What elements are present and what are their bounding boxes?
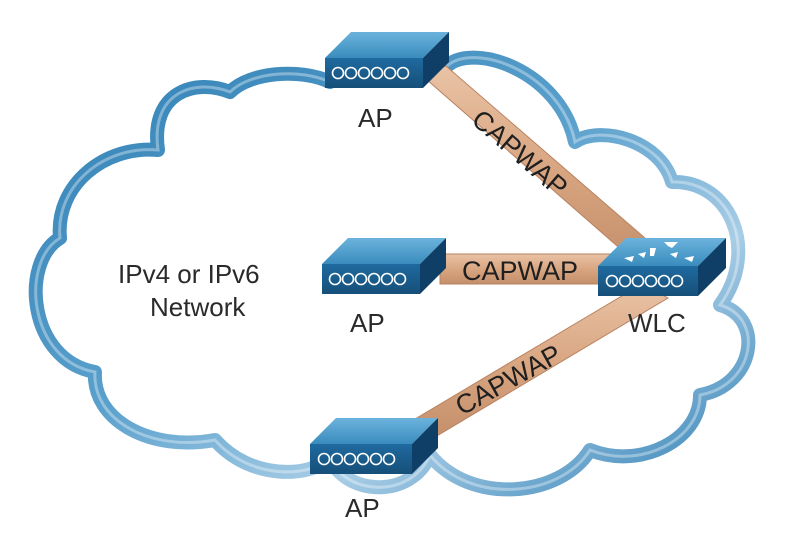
tunnel-label-middle: CAPWAP [462, 256, 578, 286]
ap-label-bottom: AP [345, 493, 380, 523]
access-point-top [325, 32, 449, 88]
network-label-line1: IPv4 or IPv6 [118, 259, 260, 289]
access-point-icon [322, 238, 446, 294]
access-point-middle [322, 238, 446, 294]
network-label-line2: Network [150, 292, 246, 322]
ap-label-middle: AP [350, 308, 385, 338]
capwap-tunnel-middle: CAPWAP [439, 253, 621, 286]
wireless-lan-controller [598, 238, 726, 296]
wlc-label: WLC [628, 308, 686, 338]
wlc-icon [598, 238, 726, 296]
access-point-bottom [310, 418, 438, 474]
ap-label-top: AP [358, 103, 393, 133]
access-point-icon [325, 32, 449, 88]
access-point-icon [310, 418, 438, 474]
